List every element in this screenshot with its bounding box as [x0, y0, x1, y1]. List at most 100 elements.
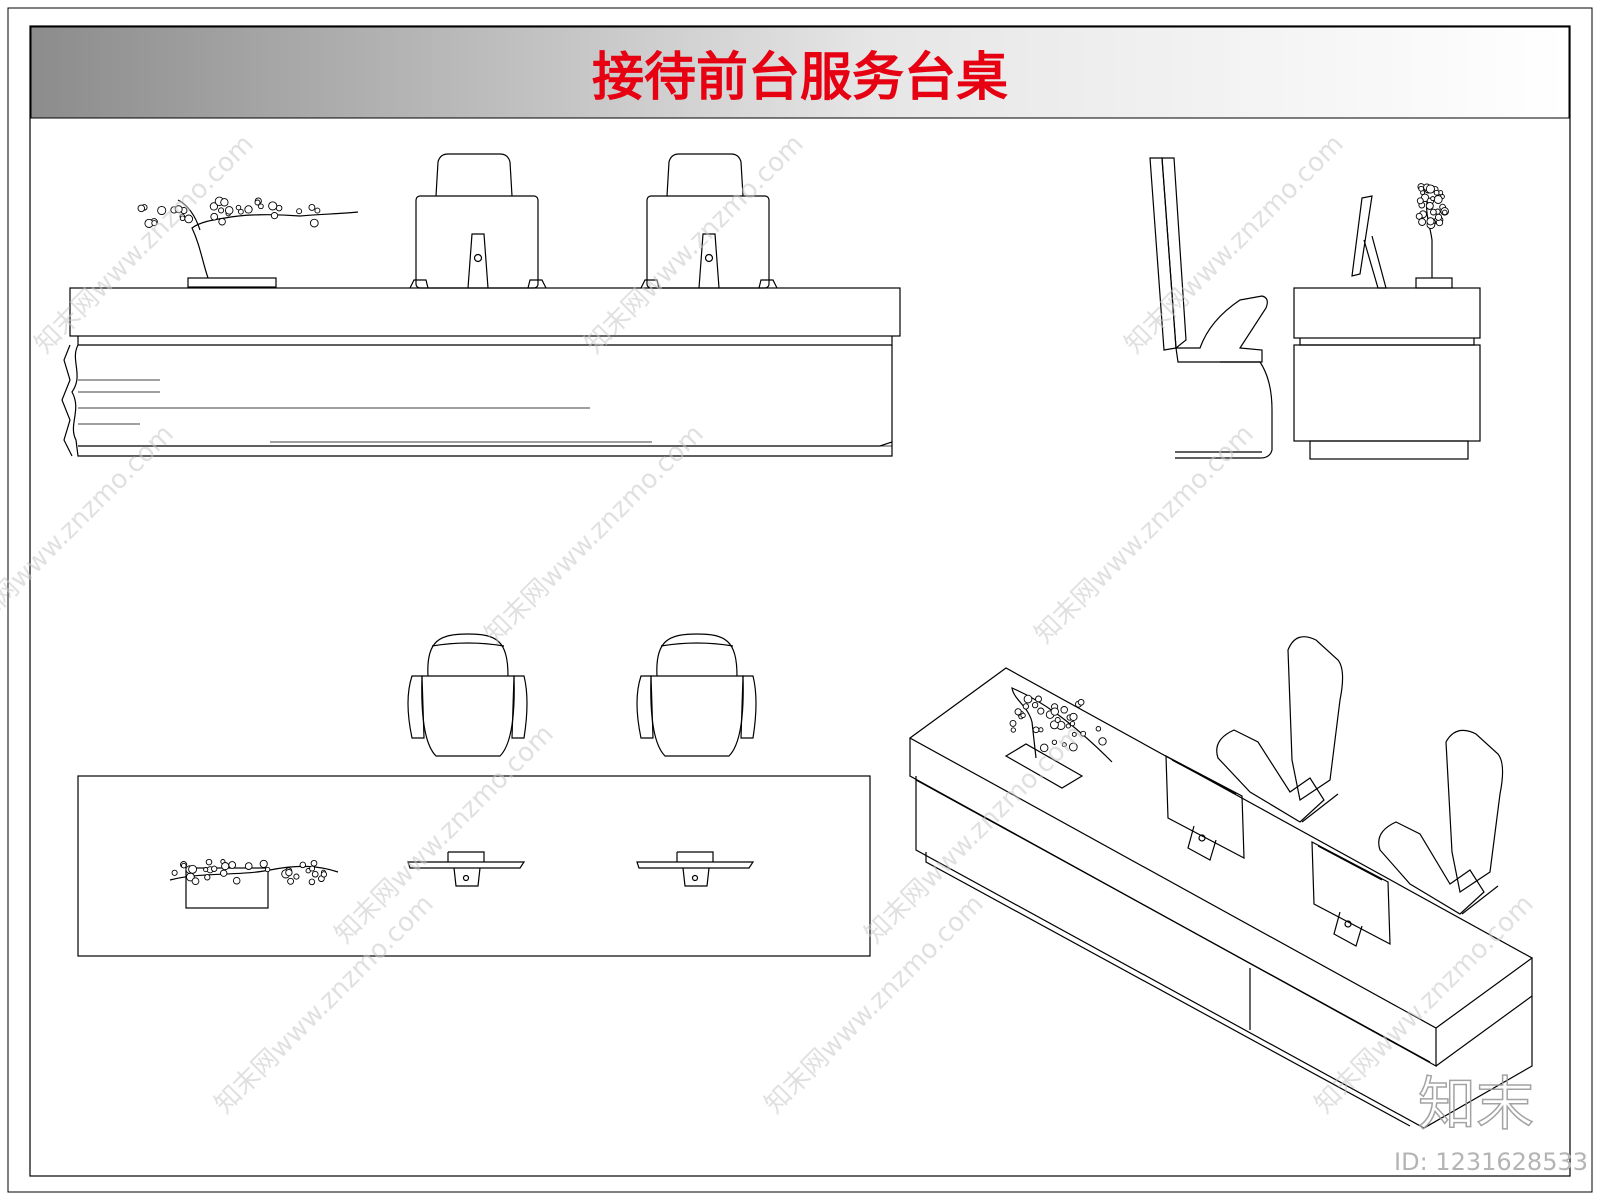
blossom-dot [221, 862, 230, 871]
blossom-dot [268, 201, 278, 211]
chair-plan-icon [636, 633, 757, 757]
blossom-dot [1039, 743, 1049, 753]
blossom-dot [1077, 698, 1085, 706]
blossom-dot [1061, 742, 1067, 748]
blossom-dot [191, 877, 200, 886]
blossom-dot [224, 206, 234, 215]
bonsai-icon [137, 196, 359, 288]
blossom-dot [311, 870, 319, 878]
blossom-dot [1430, 196, 1436, 202]
blossom-dot [232, 876, 241, 885]
blossom-dot [137, 204, 146, 213]
blossom-dot [270, 211, 279, 220]
blossom-dot [211, 865, 218, 872]
watermark-text: 知末网www.znzmo.com [1029, 419, 1260, 650]
drawing-title: 接待前台服务台桌 [592, 48, 1008, 108]
blossom-dot [1054, 717, 1061, 723]
outer-frame [7, 7, 1593, 1193]
blossom-dot [285, 868, 293, 877]
bonsai-side-icon [1415, 183, 1453, 289]
watermark-text: 知末网www.znzmo.com [329, 719, 560, 950]
chair-plan-icon [407, 633, 528, 757]
blossom-dot [1071, 731, 1077, 737]
blossom-dot [204, 874, 211, 881]
blossom-dot [203, 867, 209, 873]
blossom-dot [264, 866, 271, 873]
side-elevation [1149, 157, 1481, 460]
blossom-dot [1038, 727, 1044, 733]
watermark-id: ID: 1231628533 [1394, 1148, 1588, 1176]
watermark-text: 知末网www.znzmo.com [579, 129, 810, 360]
iso-monitor-icon [1165, 754, 1245, 861]
watermark-logo: 知末 [1418, 1070, 1534, 1138]
blossom-dot [259, 859, 268, 868]
blossom-dot [1031, 701, 1039, 709]
watermark-text: 知末网www.znzmo.com [29, 129, 260, 360]
blossom-dot [1425, 201, 1434, 210]
blossom-dot [1098, 737, 1107, 746]
blossom-dot [1416, 197, 1424, 205]
blossom-dot [1010, 727, 1016, 733]
inner-frame [29, 25, 1571, 1177]
counter-plan [77, 775, 871, 957]
blossom-dot [1425, 184, 1435, 194]
watermark-text: 知末网www.znzmo.com [209, 889, 440, 1120]
blossom-dot [235, 204, 242, 211]
title-banner [30, 26, 1570, 119]
front-elevation [61, 153, 901, 457]
iso-chair-icon [1216, 636, 1344, 823]
blossom-dot [314, 207, 321, 214]
blossom-dot [1095, 726, 1102, 732]
iso-bonsai-icon [1004, 687, 1113, 789]
blossom-dot [1049, 720, 1059, 730]
blossom-dot [174, 205, 183, 214]
blossom-dot [309, 865, 316, 872]
monitor-plan-icon [407, 851, 526, 887]
watermark-text: 知末网www.znzmo.com [479, 419, 710, 650]
blossom-dot [171, 869, 178, 876]
monitor-plan-icon [636, 851, 755, 887]
blossom-dot [1035, 695, 1042, 703]
watermark-text: 知末网www.znzmo.com [1119, 129, 1350, 360]
iso-monitor-icon [1311, 840, 1391, 947]
blossom-dot [293, 873, 300, 880]
blossom-dot [1415, 212, 1423, 220]
blossom-dot [1065, 723, 1071, 729]
monitor-icon [409, 153, 547, 289]
monitor-side-icon [1351, 195, 1387, 289]
blossom-dot [320, 871, 328, 878]
wood-grain [78, 344, 892, 447]
isometric-view [908, 636, 1534, 1129]
blossom-dot [218, 217, 226, 226]
blossom-dot [151, 220, 158, 227]
blossom-dot [1022, 703, 1030, 710]
side-counter [1293, 287, 1481, 460]
blossom-dot [258, 203, 264, 210]
iso-chair-icon [1378, 729, 1504, 915]
blossom-dot [1060, 706, 1068, 714]
blossom-dot [1069, 712, 1078, 721]
blossom-dot [1068, 742, 1078, 752]
blossom-dot [1426, 217, 1435, 226]
blossom-dot [1023, 694, 1033, 704]
blossom-dot [1050, 707, 1059, 716]
blossom-dot [205, 858, 213, 866]
blossom-dot [244, 862, 253, 870]
blossom-dot [287, 877, 295, 885]
blossom-dot [1433, 189, 1440, 196]
blossom-dot [1020, 712, 1026, 719]
office-chair-side [1149, 157, 1273, 459]
blossom-dot [157, 205, 167, 216]
iso-counter [908, 667, 1534, 1129]
blossom-dot [238, 208, 244, 215]
blossom-dot [254, 199, 261, 206]
blossom-dot [210, 212, 219, 221]
blossom-dot [1080, 730, 1087, 737]
blossom-dot [1032, 726, 1040, 734]
blossom-dot [308, 878, 316, 886]
counter-top [69, 287, 901, 337]
blossom-dot [1418, 218, 1427, 226]
blossom-dot [310, 859, 318, 867]
blossom-dot [1418, 185, 1425, 192]
